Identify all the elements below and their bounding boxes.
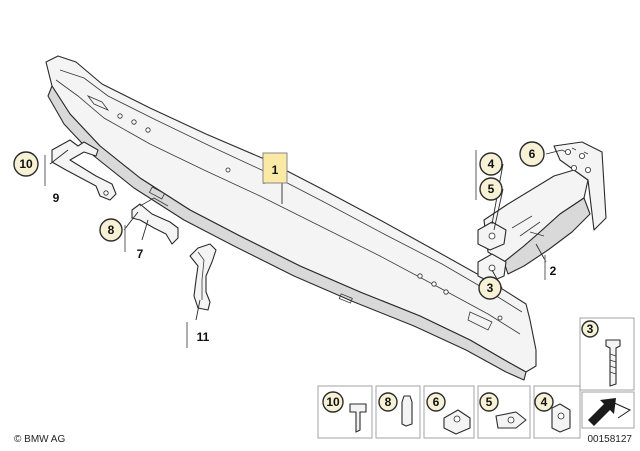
- callout-part-11[interactable]: 11: [197, 330, 210, 344]
- leader-part-7: [141, 219, 149, 241]
- legend-label-screw: 10: [326, 395, 340, 409]
- callout-label-11: 11: [197, 330, 210, 344]
- legend-clip-nut[interactable]: 6: [423, 385, 475, 439]
- legend-cage-nut[interactable]: 4: [533, 385, 581, 439]
- legend-plate-nut[interactable]: 5: [477, 385, 531, 439]
- brand-copyright: © BMW AG: [14, 434, 65, 445]
- direction-arrow-icon: [581, 391, 635, 429]
- callout-label-3: 3: [487, 281, 494, 295]
- legend-label-cage-nut: 4: [541, 395, 548, 409]
- callout-part-9[interactable]: 9: [53, 191, 60, 205]
- leader-part-2: [535, 243, 547, 263]
- leader-part-10: [49, 149, 69, 165]
- callout-part-3[interactable]: 3: [478, 276, 502, 300]
- leader-part-11: [195, 299, 201, 321]
- callout-label-5: 5: [488, 182, 495, 196]
- leader-part-5: [493, 188, 504, 231]
- leader-part-6: [545, 149, 563, 155]
- legend-row: 10 8 6 5 4: [317, 385, 635, 439]
- callout-part-1[interactable]: 1: [262, 152, 288, 184]
- callout-label-1: 1: [272, 163, 279, 177]
- callout-label-2: 2: [550, 264, 557, 278]
- callout-part-6[interactable]: 6: [519, 141, 545, 167]
- bracket-part-9[interactable]: [51, 139, 117, 201]
- legend-rivet[interactable]: 8: [375, 385, 421, 439]
- legend-label-clip-nut: 6: [433, 395, 440, 409]
- callout-part-8[interactable]: 8: [99, 218, 123, 242]
- callout-label-10: 10: [19, 157, 33, 171]
- drawing-number: 00158127: [588, 434, 633, 445]
- callout-label-4: 4: [488, 157, 495, 171]
- bracket-part-7[interactable]: [131, 197, 179, 245]
- callout-part-2[interactable]: 2: [550, 264, 557, 278]
- leader-part-8: [123, 211, 139, 231]
- clip-part-11[interactable]: [189, 243, 217, 311]
- bumper-bracket-part-2[interactable]: [477, 141, 607, 283]
- legend-screw[interactable]: 10: [317, 385, 373, 439]
- legend-label-bolt: 3: [587, 322, 594, 336]
- legend-bolt[interactable]: 3: [579, 317, 635, 391]
- callout-part-4[interactable]: 4: [479, 152, 503, 176]
- callout-part-7[interactable]: 7: [137, 247, 144, 261]
- callout-label-7: 7: [137, 247, 144, 261]
- callout-label-9: 9: [53, 191, 60, 205]
- bumper-carrier[interactable]: [45, 55, 537, 381]
- callout-part-10[interactable]: 10: [13, 151, 39, 177]
- legend-label-plate-nut: 5: [486, 395, 493, 409]
- callout-label-8: 8: [108, 223, 115, 237]
- callout-label-6: 6: [529, 147, 536, 161]
- callout-part-5[interactable]: 5: [479, 177, 503, 201]
- legend-label-rivet: 8: [385, 395, 392, 409]
